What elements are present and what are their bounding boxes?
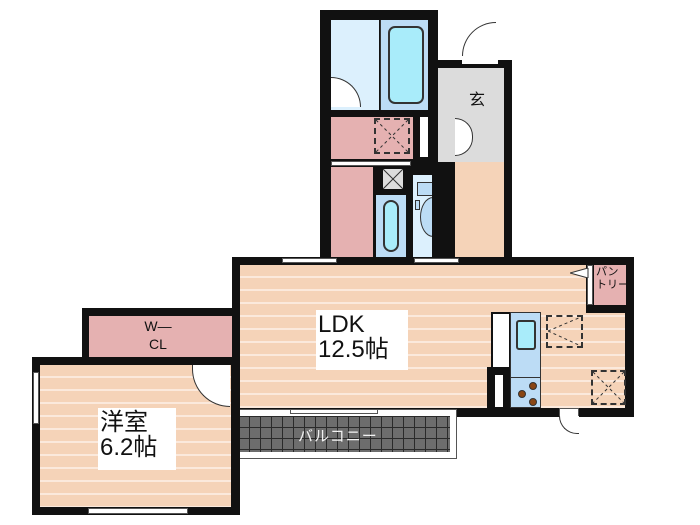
- vent-box: [381, 167, 405, 191]
- burner-icon: [518, 390, 526, 398]
- pantry-label-line2: トリー: [596, 279, 629, 291]
- appliance-space: [591, 370, 626, 405]
- ldk-floor: [240, 265, 625, 408]
- hallway: [455, 162, 504, 259]
- pantry: [594, 265, 626, 305]
- western-room-side-window: [33, 372, 39, 424]
- stove: [510, 377, 541, 408]
- walk-in-closet: [89, 316, 232, 357]
- western-room-name: 洋室: [100, 409, 148, 436]
- front-door-opening: [462, 56, 498, 64]
- fridge-x-icon: [548, 317, 581, 346]
- pantry-door-arrow-icon: [570, 268, 589, 278]
- vent-x-icon: [383, 169, 403, 189]
- kitchen-sink: [516, 320, 536, 350]
- storage-closet-lower: [331, 167, 373, 259]
- sink-basin: [383, 200, 399, 252]
- pantry-label: パン トリー: [596, 266, 629, 292]
- western-room-size: 6.2帖: [100, 434, 158, 462]
- ldk-north-window-right: [414, 258, 459, 263]
- fridge-space: [546, 315, 583, 348]
- ldk-north-window-left: [282, 258, 337, 263]
- washer-x-icon: [376, 120, 408, 152]
- closet-door-strip[interactable]: [331, 161, 411, 166]
- wcl-label-line2: CL: [149, 336, 167, 352]
- appliance-x-icon: [593, 372, 624, 403]
- ldk-name: LDK: [318, 311, 365, 338]
- pantry-label-line1: パン: [596, 266, 619, 278]
- western-room-bottom-window: [88, 508, 188, 514]
- burner-icon: [529, 382, 537, 390]
- entrance-label: 玄: [469, 92, 486, 109]
- ldk-label: LDK 12.5帖: [316, 310, 408, 370]
- ldk-size: 12.5帖: [318, 336, 389, 364]
- western-room-label: 洋室 6.2帖: [98, 408, 176, 470]
- balcony-window[interactable]: [290, 409, 378, 414]
- kitchen-partition-slot: [495, 375, 503, 407]
- service-door[interactable]: [559, 416, 579, 434]
- wcl-label-line1: W—: [144, 318, 172, 334]
- front-door[interactable]: [462, 22, 496, 60]
- partition-slot: [420, 117, 428, 157]
- pantry-door[interactable]: [587, 265, 593, 305]
- bathtub: [388, 26, 424, 104]
- entrance: [438, 68, 504, 162]
- washer-space: [374, 118, 410, 154]
- balcony-label: バルコニー: [298, 428, 378, 445]
- wcl-label: W— CL: [138, 317, 178, 353]
- toilet-paper: [415, 200, 420, 210]
- burner-icon: [529, 398, 537, 406]
- balcony: [238, 416, 450, 452]
